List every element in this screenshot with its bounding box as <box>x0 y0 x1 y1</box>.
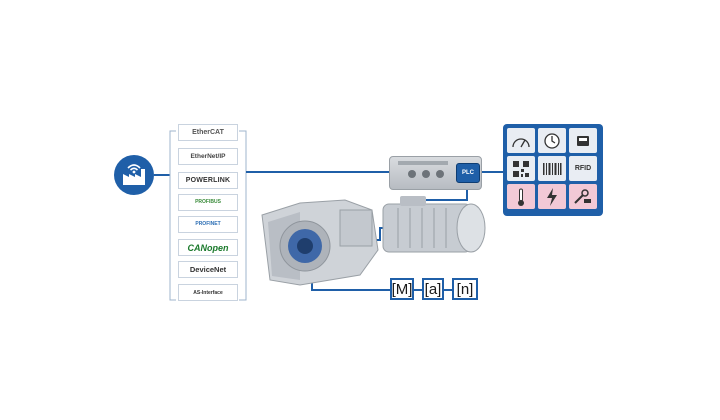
bracket-m: [M] <box>390 278 414 300</box>
bracket-n: [n] <box>452 278 478 300</box>
rfid-label: RFID <box>574 165 592 172</box>
memory-card-icon <box>569 128 597 153</box>
lightning-icon <box>538 184 566 209</box>
factory-wifi-icon <box>114 155 154 195</box>
protocol-profinet: PROFINET <box>178 216 238 233</box>
protocol-bracket-right <box>239 130 247 301</box>
tools-icon <box>569 184 597 209</box>
plc-badge: PLC <box>456 163 480 183</box>
protocol-profibus: PROFIBUS <box>178 194 238 211</box>
rfid-icon: RFID <box>569 156 597 181</box>
protocol-ethernet-ip: EtherNet/IP <box>178 148 238 165</box>
motor-illustration <box>382 196 486 253</box>
clock-icon <box>538 128 566 153</box>
bracket-a: [a] <box>422 278 444 300</box>
protocol-ethercat: EtherCAT <box>178 124 238 141</box>
gauge-icon <box>507 128 535 153</box>
barcode-icon <box>538 156 566 181</box>
gearbox-illustration <box>261 199 379 286</box>
protocol-devicenet: DeviceNet <box>178 261 238 278</box>
sensor-panel: RFID <box>503 124 603 216</box>
protocol-as-interface: AS-Interface <box>178 284 238 301</box>
thermometer-icon <box>507 184 535 209</box>
protocol-canopen: CANopen <box>178 239 238 256</box>
protocol-bracket-left <box>169 130 176 301</box>
qr-code-icon <box>507 156 535 181</box>
protocol-powerlink: POWERLINK <box>178 172 238 189</box>
